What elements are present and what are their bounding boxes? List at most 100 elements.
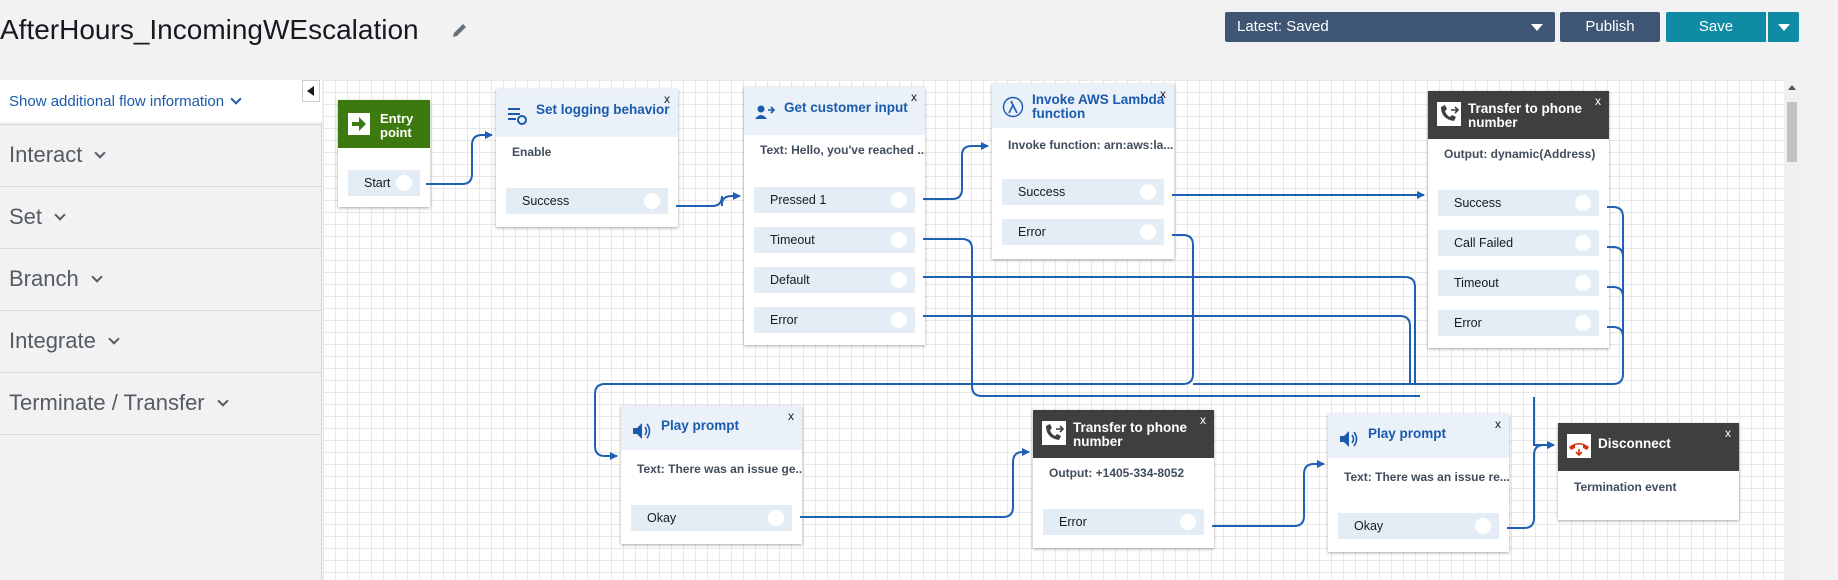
chevron-down-icon — [1531, 24, 1543, 31]
close-icon[interactable]: x — [1200, 413, 1206, 427]
group-set[interactable]: Set — [0, 186, 322, 246]
connector-handle[interactable] — [891, 272, 907, 288]
block-header: Set logging behavior x — [496, 89, 678, 137]
speaker-icon — [629, 418, 655, 444]
branch-pressed-1[interactable]: Pressed 1 — [754, 187, 915, 213]
block-header: Invoke AWS Lambda function x — [992, 84, 1174, 128]
branch-label: Success — [522, 194, 570, 208]
group-integrate[interactable]: Integrate — [0, 310, 322, 370]
connector-handle[interactable] — [1475, 518, 1491, 534]
connector-handle[interactable] — [891, 232, 907, 248]
block-transfer-to-phone-bottom[interactable]: Transfer to phone number x Output: +1405… — [1033, 410, 1214, 548]
show-additional-info-toggle[interactable]: Show additional flow information — [0, 80, 322, 122]
branch-label: Error — [1018, 225, 1046, 239]
block-title: Transfer to phone number — [1468, 101, 1583, 130]
close-icon[interactable]: x — [1495, 417, 1501, 431]
connector-handle[interactable] — [396, 175, 412, 191]
caret-left-icon — [307, 86, 314, 96]
branch-okay[interactable]: Okay — [1338, 513, 1499, 539]
branch-default[interactable]: Default — [754, 267, 915, 293]
version-select[interactable]: Latest: Saved — [1225, 12, 1555, 42]
close-icon[interactable]: x — [1725, 426, 1731, 440]
close-icon[interactable]: x — [788, 409, 794, 423]
publish-button[interactable]: Publish — [1560, 12, 1660, 42]
connector-handle[interactable] — [1140, 184, 1156, 200]
connector-handle[interactable] — [1575, 235, 1591, 251]
block-play-prompt-2[interactable]: Play prompt x Text: There was an issue r… — [1328, 414, 1509, 552]
block-title: Transfer to phone number — [1073, 420, 1188, 449]
group-label: Interact — [9, 142, 83, 167]
connector-handle[interactable] — [891, 192, 907, 208]
close-icon[interactable]: x — [1595, 94, 1601, 108]
branch-error[interactable]: Error — [1043, 509, 1204, 535]
branch-error[interactable]: Error — [1002, 219, 1164, 245]
block-title: Disconnect — [1598, 436, 1671, 451]
block-description: Text: There was an issue ge... — [637, 462, 802, 476]
group-label: Branch — [9, 266, 79, 291]
branch-start[interactable]: Start — [348, 170, 420, 196]
block-set-logging-behavior[interactable]: Set logging behavior x Enable Success — [496, 89, 678, 227]
block-invoke-lambda[interactable]: Invoke AWS Lambda function x Invoke func… — [992, 84, 1174, 259]
branch-label: Success — [1454, 196, 1502, 210]
branch-error[interactable]: Error — [754, 307, 915, 333]
group-branch[interactable]: Branch — [0, 248, 322, 308]
block-transfer-to-phone-top[interactable]: Transfer to phone number x Output: dynam… — [1428, 91, 1609, 348]
connector-handle[interactable] — [1575, 315, 1591, 331]
close-icon[interactable]: x — [911, 90, 917, 104]
block-header: Transfer to phone number x — [1033, 410, 1214, 458]
connector-handle[interactable] — [1575, 195, 1591, 211]
close-icon[interactable]: x — [1160, 87, 1166, 101]
scroll-thumb[interactable] — [1787, 102, 1797, 162]
block-disconnect[interactable]: Disconnect x Termination event — [1558, 423, 1739, 520]
edit-title-button[interactable] — [448, 18, 472, 42]
chevron-down-icon — [54, 209, 66, 221]
customer-input-icon — [752, 100, 778, 126]
connector-handle[interactable] — [891, 312, 907, 328]
branch-success[interactable]: Success — [1002, 179, 1164, 205]
block-title: Get customer input — [784, 100, 908, 115]
save-button[interactable]: Save — [1666, 12, 1766, 42]
block-title: Entry point — [380, 111, 414, 140]
block-description: Enable — [512, 145, 552, 159]
block-header: Disconnect x — [1558, 423, 1739, 471]
version-select-label: Latest: Saved — [1237, 18, 1329, 35]
block-description: Termination event — [1574, 480, 1677, 494]
block-header: Transfer to phone number x — [1428, 91, 1609, 139]
connector-handle[interactable] — [1140, 224, 1156, 240]
branch-label: Error — [770, 313, 798, 327]
block-entry-point[interactable]: Entry point Start — [338, 100, 430, 207]
branch-label: Success — [1018, 185, 1066, 199]
canvas-scrollbar[interactable] — [1784, 80, 1800, 580]
block-play-prompt-1[interactable]: Play prompt x Text: There was an issue g… — [621, 406, 802, 544]
connector-handle[interactable] — [768, 510, 784, 526]
branch-label: Timeout — [1454, 276, 1499, 290]
connector-handle[interactable] — [1180, 514, 1196, 530]
branch-label: Default — [770, 273, 810, 287]
branch-okay[interactable]: Okay — [631, 505, 792, 531]
save-options-button[interactable] — [1768, 12, 1799, 42]
group-interact[interactable]: Interact — [0, 124, 322, 184]
connector-handle[interactable] — [644, 193, 660, 209]
block-title: Play prompt — [661, 418, 740, 433]
scroll-up-icon[interactable] — [1788, 85, 1796, 90]
block-title: Invoke AWS Lambda function — [1032, 92, 1165, 121]
branch-error[interactable]: Error — [1438, 310, 1599, 336]
branch-timeout[interactable]: Timeout — [754, 227, 915, 253]
sidebar-divider — [0, 434, 322, 435]
close-icon[interactable]: x — [664, 92, 670, 106]
branch-success[interactable]: Success — [506, 188, 668, 214]
branch-call-failed[interactable]: Call Failed — [1438, 230, 1599, 256]
branch-label: Okay — [647, 511, 677, 525]
phone-transfer-icon — [1041, 420, 1067, 446]
block-get-customer-input[interactable]: Get customer input x Text: Hello, you've… — [744, 87, 925, 345]
phone-transfer-icon — [1436, 101, 1462, 127]
branch-timeout[interactable]: Timeout — [1438, 270, 1599, 296]
speaker-icon — [1336, 426, 1362, 452]
collapse-sidebar-button[interactable] — [302, 80, 320, 102]
branch-success[interactable]: Success — [1438, 190, 1599, 216]
log-settings-icon — [504, 102, 530, 128]
chevron-down-icon — [230, 93, 242, 105]
hangup-icon — [1566, 433, 1592, 459]
connector-handle[interactable] — [1575, 275, 1591, 291]
group-terminate-transfer[interactable]: Terminate / Transfer — [0, 372, 322, 432]
